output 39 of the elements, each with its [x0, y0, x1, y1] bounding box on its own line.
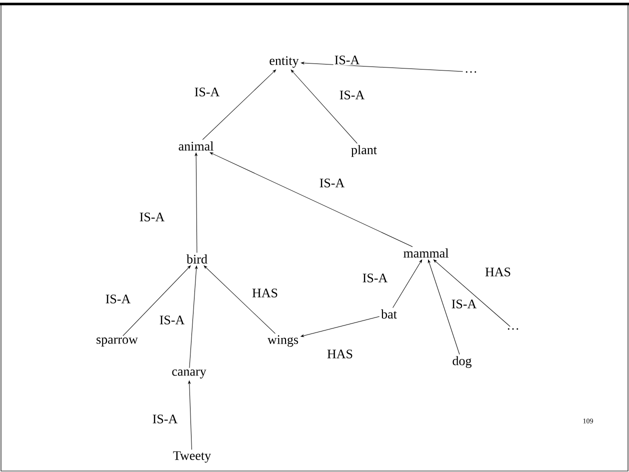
edge-label: HAS	[485, 268, 510, 276]
edge-label: IS-A	[362, 274, 388, 282]
arrow	[392, 260, 422, 308]
node-label: mammal	[404, 248, 448, 258]
edge-label: IS-A	[194, 88, 220, 96]
arrow	[194, 152, 198, 253]
edge-label: IS-A	[160, 316, 185, 324]
edge-label: HAS	[252, 288, 278, 298]
arrow	[300, 62, 464, 72]
edge-label: IS-A	[320, 178, 345, 188]
node-label: canary	[172, 370, 206, 378]
arrow	[210, 152, 413, 247]
node-label: plant	[351, 145, 377, 157]
edge-label: HAS	[327, 350, 352, 358]
node-label: bat	[381, 309, 397, 319]
arrow	[433, 260, 510, 327]
node-label: sparrow	[96, 338, 138, 346]
edge-label: IS-A	[106, 294, 131, 304]
arrow	[428, 260, 460, 355]
arrow	[202, 70, 276, 140]
node-label: bird	[186, 254, 208, 264]
node-label: …	[508, 328, 518, 330]
edge-label: IS-A	[334, 56, 360, 64]
arrow	[204, 266, 276, 334]
arrow	[188, 380, 192, 450]
arrow	[189, 266, 198, 368]
arrow	[300, 316, 380, 337]
node-label: …	[466, 71, 476, 73]
node-label: animal	[178, 141, 214, 151]
node-label: Tweety	[173, 451, 211, 463]
node-label: entity	[270, 56, 299, 68]
edge-label: IS-A	[452, 300, 477, 308]
edge-label: IS-A	[340, 90, 365, 100]
arrow	[122, 266, 191, 336]
arrow	[290, 70, 358, 144]
edge-label: IS-A	[140, 212, 165, 222]
node-label: wings	[268, 335, 298, 347]
edge-label: IS-A	[152, 414, 178, 424]
node-label: dog	[452, 356, 472, 368]
